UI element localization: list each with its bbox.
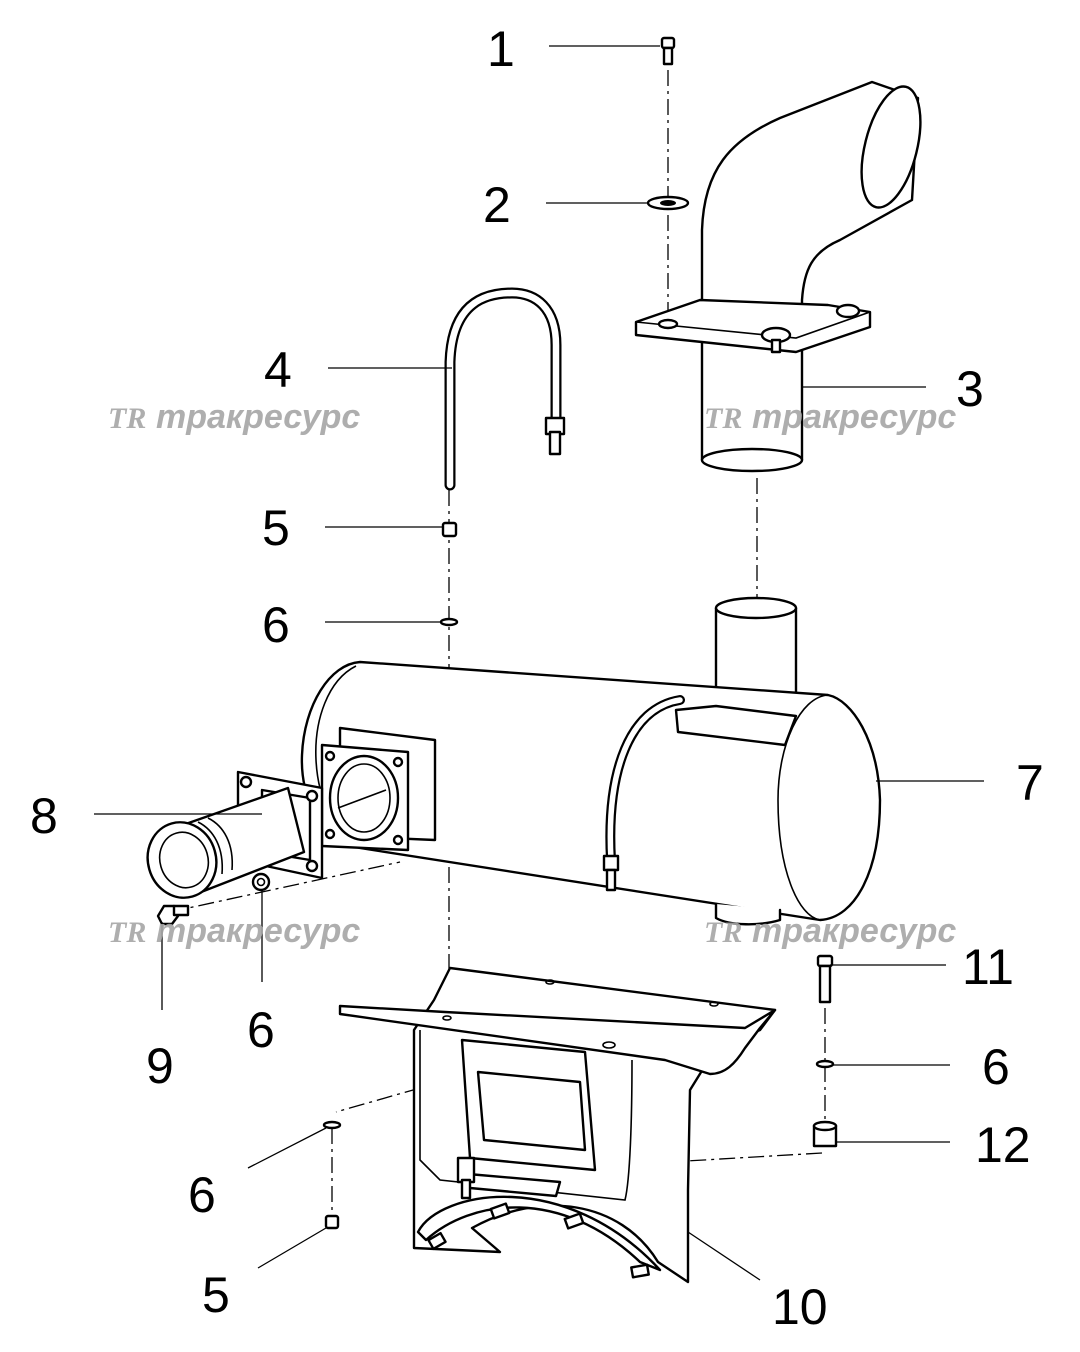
part-3-exhaust-elbow <box>634 80 922 473</box>
callout-11: 11 <box>962 939 1014 995</box>
part-4-u-bolt <box>444 287 566 491</box>
svg-text:TR: TR <box>108 916 146 949</box>
callout-5-lower: 5 <box>202 1267 230 1323</box>
part-7-muffler <box>300 596 882 926</box>
watermark-top-left: TR тракресурс <box>108 398 360 436</box>
callout-2: 2 <box>483 177 511 233</box>
callout-7: 7 <box>1016 755 1044 811</box>
part-5-nut-lower <box>324 1214 340 1230</box>
svg-text:TR: TR <box>704 916 742 949</box>
svg-text:TR: TR <box>108 402 146 435</box>
part-6-washer-pipe <box>251 872 271 892</box>
callout-8: 8 <box>30 788 58 844</box>
part-6-washer-right <box>815 1059 835 1069</box>
callout-6-right: 6 <box>982 1039 1010 1095</box>
svg-text:тракресурс: тракресурс <box>156 398 360 436</box>
callout-5-upper: 5 <box>262 500 290 556</box>
callout-labels: 1 2 3 4 5 6 6 6 6 7 8 9 10 11 12 5 <box>30 21 1044 1335</box>
callout-1: 1 <box>487 21 515 77</box>
part-8-inlet-pipe <box>146 770 324 899</box>
callout-10: 10 <box>772 1279 828 1335</box>
callout-12: 12 <box>975 1117 1031 1173</box>
callout-6-pipe: 6 <box>247 1002 275 1058</box>
svg-text:тракресурс: тракресурс <box>156 912 360 950</box>
callout-3: 3 <box>956 361 984 417</box>
callout-9: 9 <box>146 1038 174 1094</box>
part-5-nut-upper <box>441 521 458 538</box>
svg-text:TR: TR <box>704 402 742 435</box>
watermark-top-right: TR тракресурс <box>704 398 956 436</box>
part-10-mounting-bracket <box>338 966 777 1284</box>
watermark-bottom-left: TR тракресурс <box>108 912 360 950</box>
svg-text:тракресурс: тракресурс <box>752 398 956 436</box>
svg-text:тракресурс: тракресурс <box>752 912 956 950</box>
part-1-bolt <box>660 36 676 66</box>
callout-6-lower-left: 6 <box>188 1167 216 1223</box>
part-6-washer-lower-left <box>322 1120 342 1130</box>
part-11-bolt <box>816 954 834 1004</box>
callout-4: 4 <box>264 342 292 398</box>
watermark-bottom-right: TR тракресурс <box>704 912 956 950</box>
part-2-washer <box>646 195 690 211</box>
muffler-inlet-flange <box>320 726 437 852</box>
callout-6-upper: 6 <box>262 597 290 653</box>
leader-lines <box>94 45 984 1281</box>
part-12-spacer <box>812 1120 838 1148</box>
part-6-lock-washer-upper <box>439 617 459 627</box>
